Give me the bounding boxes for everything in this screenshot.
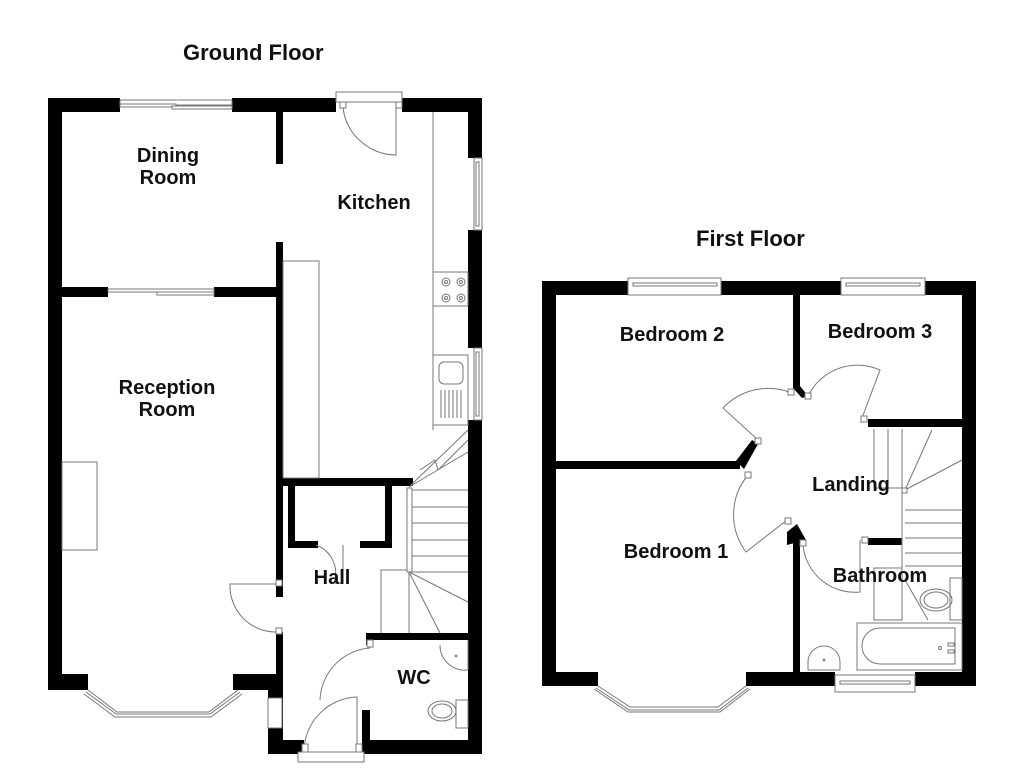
- first-floor-title: First Floor: [696, 226, 805, 251]
- room-label-kitchen: Kitchen: [337, 192, 411, 214]
- room-label-landing: Landing: [812, 474, 890, 496]
- ground-floor-title: Ground Floor: [183, 40, 324, 65]
- room-label-bedroom-1: Bedroom 1: [623, 541, 729, 563]
- room-label-line-1: Dining: [136, 145, 200, 167]
- room-label-bedroom-3: Bedroom 3: [827, 321, 933, 343]
- room-label-line-2: Room: [138, 399, 196, 421]
- room-label-dining-room: Dining Room: [118, 145, 218, 189]
- room-label-bedroom-2: Bedroom 2: [619, 324, 725, 346]
- room-label-reception-room: Reception Room: [102, 377, 232, 421]
- room-label-bathroom: Bathroom: [832, 565, 928, 587]
- ground-floor-plan: [48, 91, 483, 763]
- room-label-hall: Hall: [313, 567, 351, 589]
- room-label-wc: WC: [397, 667, 431, 689]
- room-label-line-1: Reception: [118, 377, 216, 399]
- first-floor-plan: [542, 277, 976, 713]
- room-label-line-2: Room: [139, 167, 197, 189]
